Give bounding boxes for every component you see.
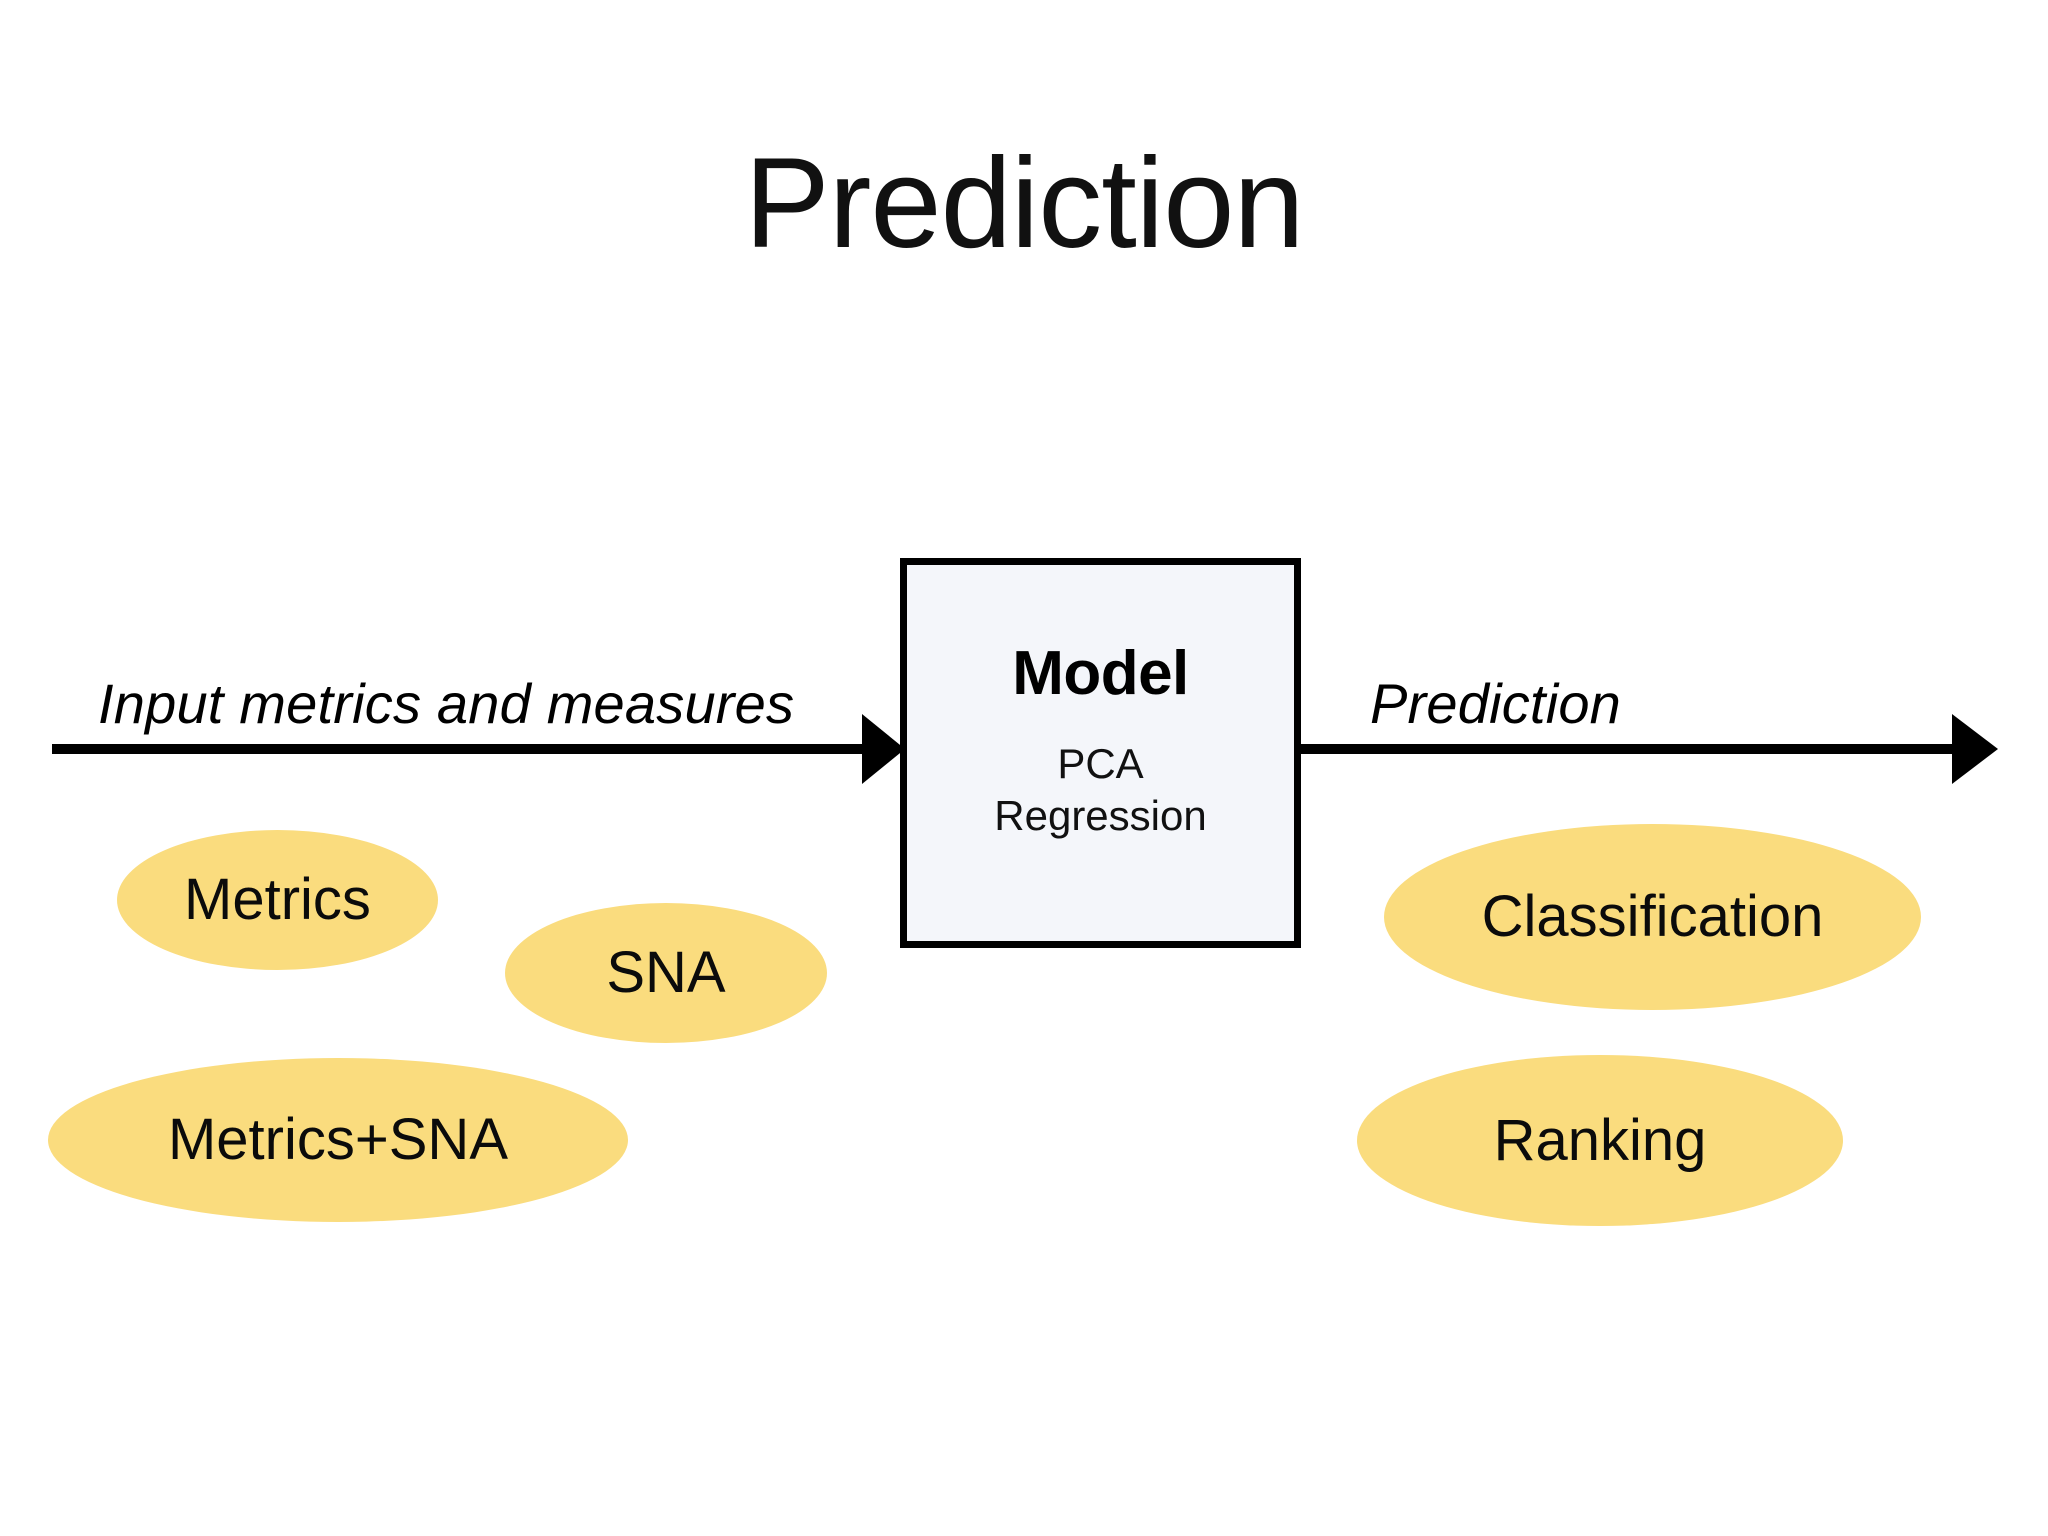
output-arrow-label: Prediction <box>1370 672 1622 735</box>
output-bubble-ranking: Ranking <box>1357 1055 1843 1226</box>
model-box-title: Model <box>1012 639 1189 708</box>
page-title: Prediction <box>744 132 1304 275</box>
bubble-label: SNA <box>606 940 726 1005</box>
model-box-method-pca: PCA <box>1057 740 1144 787</box>
bubble-label: Classification <box>1481 884 1824 949</box>
bubble-label: Metrics+SNA <box>167 1107 508 1172</box>
bubble-label: Metrics <box>184 867 371 932</box>
input-bubble-metrics-sna: Metrics+SNA <box>48 1058 628 1222</box>
output-bubble-classification: Classification <box>1384 824 1921 1010</box>
model-box: Model PCA Regression <box>900 558 1301 948</box>
input-bubble-metrics: Metrics <box>117 830 438 970</box>
input-arrow-label: Input metrics and measures <box>98 672 795 735</box>
bubble-label: Ranking <box>1493 1107 1707 1173</box>
model-box-method-regression: Regression <box>994 791 1207 839</box>
input-bubble-sna: SNA <box>505 903 827 1043</box>
